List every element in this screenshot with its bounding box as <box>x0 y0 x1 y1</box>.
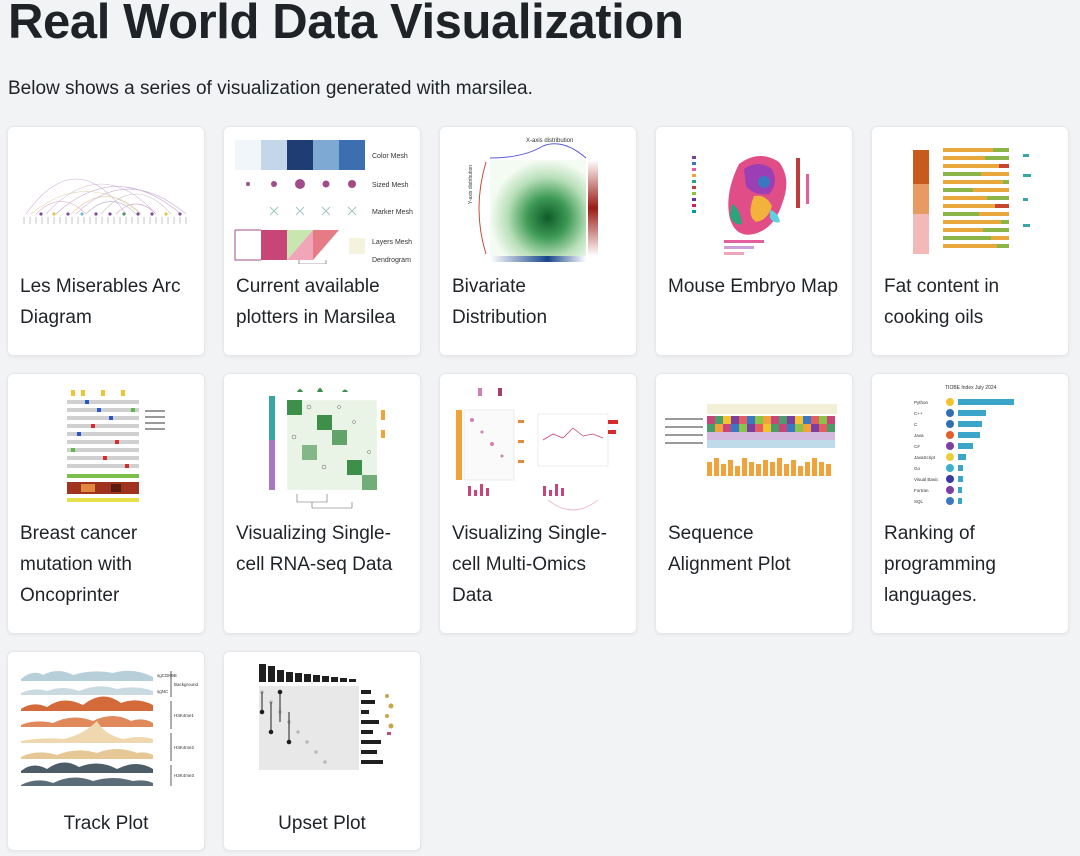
ranking-language: Python <box>914 400 929 405</box>
gallery-card-label: Bivariate Distribution <box>452 276 548 328</box>
track-row-label: sgNC <box>157 689 169 694</box>
ranking-language: C <box>914 422 918 427</box>
ranking-language: Fortran <box>914 488 929 493</box>
track-group-label: H3K4me2 <box>174 745 195 750</box>
ranking-language: Go <box>914 466 921 471</box>
embryo-thumbnail <box>656 127 852 270</box>
ranking-language: C# <box>914 444 920 449</box>
bivariate-top-label: X-axis distribution <box>526 138 573 144</box>
bivariate-side-label: Y-axis distribution <box>468 164 474 203</box>
gallery-card-scrna[interactable]: Visualizing Single-cell RNA-seq Data <box>223 373 421 634</box>
gallery-card-multiomics[interactable]: Visualizing Single-cell Multi-Omics Data <box>439 373 637 634</box>
gallery-card-track[interactable]: sgCDK9B sgNC Background H3K4me1 H3K4me2 … <box>7 651 205 851</box>
arc-diagram-thumbnail <box>8 127 204 270</box>
gallery-card-alignment[interactable]: Sequence Alignment Plot <box>655 373 853 634</box>
gallery-card-label: Sequence Alignment Plot <box>668 523 791 575</box>
alignment-thumbnail <box>656 374 852 517</box>
ranking-thumbnail: TIOBE Index July 2024 Python C++ C Java … <box>872 374 1068 517</box>
track-group-label: H3K4me3 <box>174 773 195 778</box>
ranking-thumb-title: TIOBE Index July 2024 <box>945 385 997 391</box>
oils-thumbnail <box>872 127 1068 270</box>
plotters-legend-sized-mesh: Sized Mesh <box>372 182 409 189</box>
ranking-language: JavaScript <box>914 455 936 460</box>
multiomics-thumbnail <box>440 374 636 517</box>
gallery-card-label: Fat content in cooking oils <box>884 276 1000 328</box>
gallery-card-label: Breast cancer mutation with Oncoprinter <box>20 523 138 606</box>
gallery-card-plotters[interactable]: Color Mesh Sized Mesh Marker Mesh Layers… <box>223 126 421 356</box>
ranking-language: Visual Basic <box>914 477 939 482</box>
gallery-card-arc-diagram[interactable]: Les Miserables Arc Diagram <box>7 126 205 356</box>
track-group-label: H3K4me1 <box>174 713 195 718</box>
scrna-thumbnail <box>224 374 420 517</box>
gallery-card-label: Les Miserables Arc Diagram <box>20 276 181 328</box>
plotters-thumbnail: Color Mesh Sized Mesh Marker Mesh Layers… <box>224 127 420 270</box>
gallery-card-embryo[interactable]: Mouse Embryo Map <box>655 126 853 356</box>
gallery-card-upset[interactable]: Upset Plot <box>223 651 421 851</box>
plotters-legend-color-mesh: Color Mesh <box>372 153 408 160</box>
bivariate-thumbnail: X-axis distribution Y-axis distribution <box>440 127 636 270</box>
gallery-card-label: Current available plotters in Marsilea <box>236 276 396 328</box>
plotters-legend-marker-mesh: Marker Mesh <box>372 209 413 216</box>
gallery-grid: Les Miserables Arc Diagram <box>7 126 1069 851</box>
gallery-card-label: Mouse Embryo Map <box>668 276 839 297</box>
gallery-card-oncoprint[interactable]: Breast cancer mutation with Oncoprinter <box>7 373 205 634</box>
track-group-label: Background <box>174 682 199 687</box>
track-thumbnail: sgCDK9B sgNC Background H3K4me1 H3K4me2 … <box>8 652 204 794</box>
gallery-card-oils[interactable]: Fat content in cooking oils <box>871 126 1069 356</box>
gallery-card-label: Track Plot <box>63 813 149 834</box>
gallery-card-label: Visualizing Single-cell Multi-Omics Data <box>452 523 607 606</box>
gallery-card-label: Ranking of programming languages. <box>884 523 996 606</box>
ranking-language: SQL <box>914 499 924 504</box>
page-subtitle: Below shows a series of visualization ge… <box>8 78 533 99</box>
gallery-card-label: Upset Plot <box>278 813 366 834</box>
plotters-legend-layers-mesh: Layers Mesh <box>372 239 412 246</box>
plotters-legend-dendrogram: Dendrogram <box>372 257 411 264</box>
track-row-label: sgCDK9B <box>157 673 177 678</box>
gallery-card-bivariate[interactable]: X-axis distribution Y-axis distribution … <box>439 126 637 356</box>
gallery-card-ranking[interactable]: TIOBE Index July 2024 Python C++ C Java … <box>871 373 1069 634</box>
ranking-language: Java <box>914 433 924 438</box>
upset-thumbnail <box>224 652 420 794</box>
ranking-language: C++ <box>914 411 923 416</box>
gallery-card-label: Visualizing Single-cell RNA-seq Data <box>236 523 393 575</box>
oncoprint-thumbnail <box>8 374 204 517</box>
page-title: Real World Data Visualization <box>8 0 684 49</box>
